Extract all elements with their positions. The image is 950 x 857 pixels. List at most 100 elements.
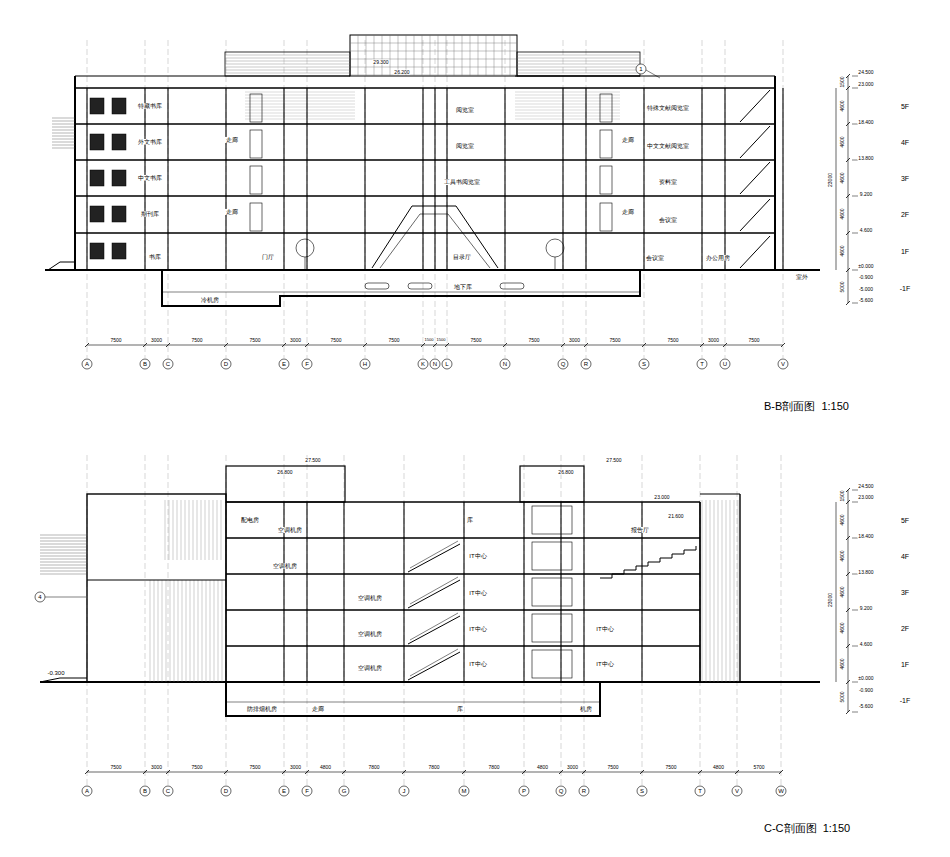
annotation-text: 7500: [469, 338, 482, 343]
dimension-line: [848, 490, 849, 712]
column: [463, 502, 464, 682]
curtain-wall-hatch: [177, 500, 178, 560]
annotation-text: 23.000: [857, 82, 874, 87]
louver: [40, 535, 87, 536]
leader-line: [45, 597, 86, 598]
grid-axis-label: U: [722, 361, 728, 367]
glazing-bar: [374, 35, 375, 76]
grid-bubble: [302, 359, 312, 369]
curtain-wall-hatch: [213, 500, 214, 560]
annotation-text: 中文书库: [137, 175, 163, 181]
dimension-tick: [559, 770, 563, 774]
glass-hatch: [245, 95, 355, 96]
annotation-text: 7500: [527, 338, 540, 343]
annotation-text: 7500: [190, 765, 203, 770]
outer-wall: [699, 502, 700, 682]
glazing-bar: [366, 35, 367, 76]
skylight-hatch: [517, 55, 640, 56]
escalator: [408, 616, 460, 644]
drawing-title: B-B剖面图 1:150: [763, 401, 850, 412]
grid-bubble: [556, 786, 566, 796]
escalator: [410, 649, 458, 676]
annotation-text: -5.600: [858, 298, 874, 303]
stair-core: [532, 614, 572, 642]
floor-slab: [226, 609, 700, 611]
grid-line: [783, 40, 784, 358]
dimension-text: 4600: [840, 135, 845, 148]
level-mark: [852, 76, 858, 77]
grid-bubble: [442, 359, 452, 369]
dimension-text: 23000: [828, 592, 833, 608]
dimension-tick: [305, 343, 309, 347]
dimension-tick: [846, 680, 850, 684]
stair-hatch: [52, 133, 75, 134]
skylight-hatch: [225, 55, 350, 56]
annotation-text: 书库: [148, 254, 162, 260]
glazing-bar: [486, 35, 487, 76]
grid-bubble: [140, 359, 150, 369]
grid-line: [737, 455, 738, 785]
glass-hatch: [245, 98, 355, 99]
grid-bubble: [732, 786, 742, 796]
basement-wall: [162, 270, 640, 306]
dimension-text: 23000: [828, 172, 833, 188]
grid-axis-label: V: [734, 788, 740, 794]
stair-core: [600, 94, 612, 122]
tree-symbol: [546, 239, 564, 257]
annotation-text: IT中心: [595, 626, 614, 632]
annotation-text: 4F: [900, 553, 910, 560]
grid-axis-label: F: [304, 788, 310, 794]
grid-bubble: [163, 786, 173, 796]
glass-hatch: [245, 116, 355, 117]
level-mark: [852, 646, 858, 647]
level-mark: [852, 233, 858, 234]
dimension-tick: [85, 343, 89, 347]
glazing-bar: [502, 35, 503, 76]
grid-axis-label: L: [444, 361, 449, 367]
dimension-tick: [363, 343, 367, 347]
skylight-hatch: [517, 67, 640, 68]
louver: [40, 547, 87, 548]
glazing-bar: [350, 51, 517, 52]
floor-slab: [75, 123, 775, 125]
grid-axis-label: R: [581, 788, 587, 794]
annotation-text: 3000: [150, 338, 163, 343]
stair-core: [600, 203, 612, 231]
column: [364, 88, 365, 270]
skylight-hatch: [225, 73, 350, 74]
annotation-text: 9.200: [859, 606, 874, 611]
curtain-wall-hatch: [205, 500, 206, 560]
dimension-text: 4600: [840, 621, 845, 634]
annotation-text: 21.600: [667, 514, 684, 519]
roof-slab: [700, 493, 740, 494]
curtain-wall-hatch: [165, 500, 166, 560]
annotation-text: 走廊: [621, 209, 635, 215]
grid-bubble: [399, 786, 409, 796]
curtain-wall-hatch: [185, 500, 186, 560]
annotation-text: 24.500: [857, 484, 874, 489]
grid-axis-label: F: [304, 361, 310, 367]
skylight-hatch: [225, 67, 350, 68]
glass-hatch: [515, 110, 620, 111]
annotation-text: 4800: [712, 765, 725, 770]
curtain-wall-hatch: [186, 580, 187, 682]
column: [167, 88, 168, 270]
annotation-text: 库: [466, 517, 474, 523]
grid-axis-label: N: [432, 361, 438, 367]
car-symbol: [500, 283, 524, 289]
grid-bubble: [776, 786, 786, 796]
annotation-text: 3F: [900, 589, 910, 596]
annotation-text: IT中心: [468, 626, 487, 632]
skylight-hatch: [517, 70, 640, 71]
roof-plant-room: [226, 466, 345, 502]
louver: [40, 541, 87, 542]
annotation-text: 走廊: [621, 137, 635, 143]
level-mark: [852, 502, 858, 503]
annotation-text: -1F: [899, 285, 912, 292]
glazing-bar: [494, 35, 495, 76]
dimension-tick: [723, 343, 727, 347]
annotation-text: 库: [456, 706, 464, 712]
callout-circle: [35, 592, 45, 602]
dimension-tick: [421, 343, 425, 347]
annotation-text: 中文文献阅览室: [646, 143, 690, 149]
